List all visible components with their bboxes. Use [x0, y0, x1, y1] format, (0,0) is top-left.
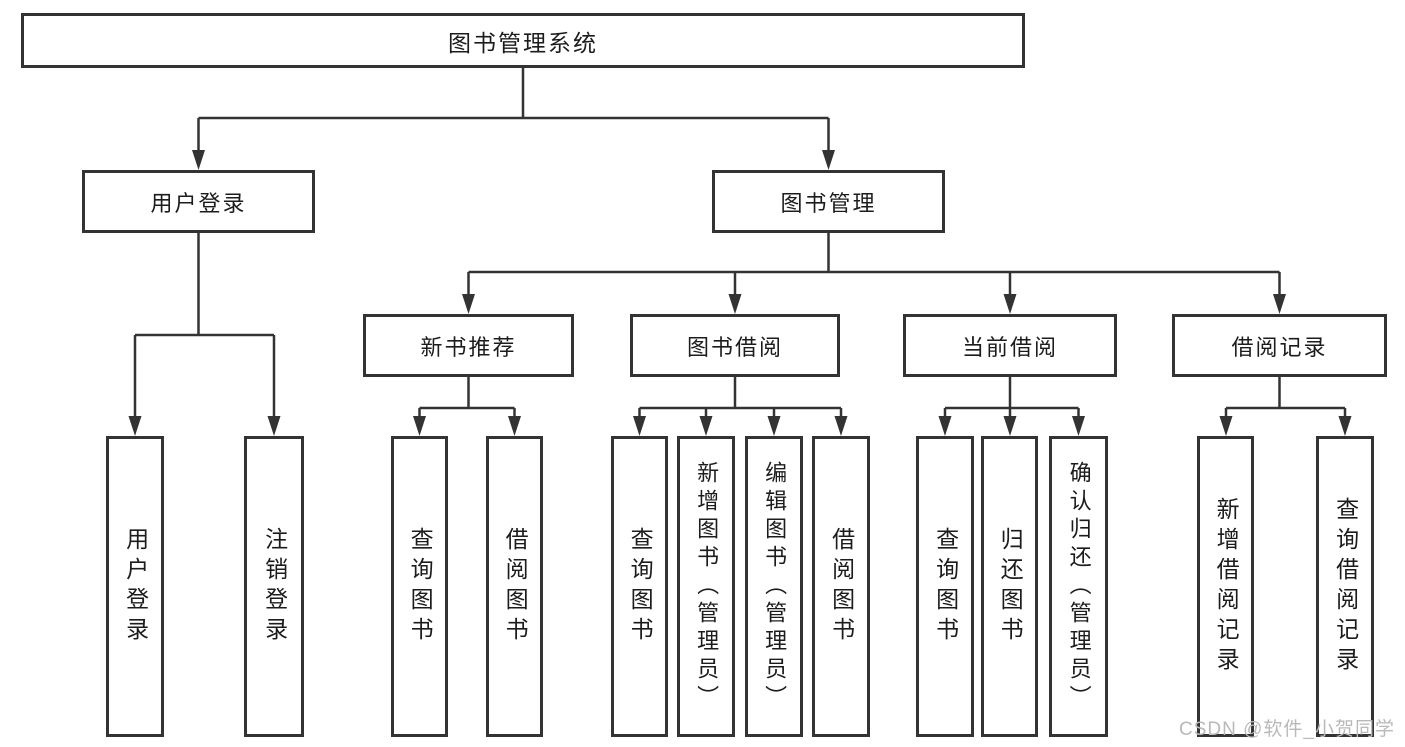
node-leaf-borrow-books-2: 借阅图书: [812, 436, 870, 737]
node-label: 当前借阅: [961, 334, 1058, 360]
csdn-watermark: CSDN @软件_小贺同学: [1179, 719, 1395, 740]
arrowheads: [128, 150, 1352, 436]
node-leaf-return-book: 归还图书: [981, 436, 1038, 737]
node-leaf-add-borrow-record: 新增借阅记录: [1197, 436, 1254, 737]
node-book-borrow: 图书借阅: [630, 314, 840, 377]
node-label: 图书借阅: [686, 334, 783, 360]
node-library-management-system: 图书管理系统: [21, 13, 1025, 68]
node-label: 查询图书: [627, 526, 654, 647]
node-leaf-borrow-books-1: 借阅图书: [486, 436, 543, 737]
node-current-borrow: 当前借阅: [903, 314, 1117, 377]
node-user-login: 用户登录: [82, 170, 315, 233]
node-label: 新书推荐: [420, 334, 517, 360]
node-label: 查询图书: [407, 526, 434, 647]
node-label: 图书管理系统: [448, 29, 598, 56]
node-label: 新增图书（管理员）: [694, 460, 720, 713]
node-new-book-recommend: 新书推荐: [363, 314, 574, 377]
node-label: 归还图书: [997, 526, 1024, 647]
node-leaf-query-books-2: 查询图书: [611, 436, 668, 737]
node-label: 图书管理: [780, 190, 877, 216]
node-leaf-add-book-admin: 新增图书（管理员）: [677, 436, 735, 737]
node-leaf-edit-book-admin: 编辑图书（管理员）: [745, 436, 803, 737]
node-label: 借阅图书: [828, 526, 855, 647]
node-leaf-query-books-3: 查询图书: [916, 436, 974, 737]
node-label: 用户登录: [122, 526, 149, 647]
node-book-management: 图书管理: [712, 170, 945, 233]
node-label: 确认归还（管理员）: [1066, 460, 1092, 713]
node-label: 查询图书: [932, 526, 959, 647]
node-label: 查询借阅记录: [1332, 496, 1359, 677]
node-borrow-records: 借阅记录: [1172, 314, 1387, 377]
node-leaf-logout: 注销登录: [244, 436, 304, 737]
node-label: 编辑图书（管理员）: [762, 460, 788, 713]
node-leaf-confirm-return-admin: 确认归还（管理员）: [1049, 436, 1108, 737]
node-label: 借阅图书: [502, 526, 529, 647]
node-leaf-query-borrow-record: 查询借阅记录: [1316, 436, 1374, 737]
node-leaf-query-books-1: 查询图书: [391, 436, 448, 737]
node-label: 新增借阅记录: [1213, 496, 1240, 677]
node-leaf-user-login: 用户登录: [106, 436, 164, 737]
node-label: 注销登录: [261, 526, 288, 647]
node-label: 用户登录: [150, 190, 247, 216]
node-label: 借阅记录: [1231, 334, 1328, 360]
